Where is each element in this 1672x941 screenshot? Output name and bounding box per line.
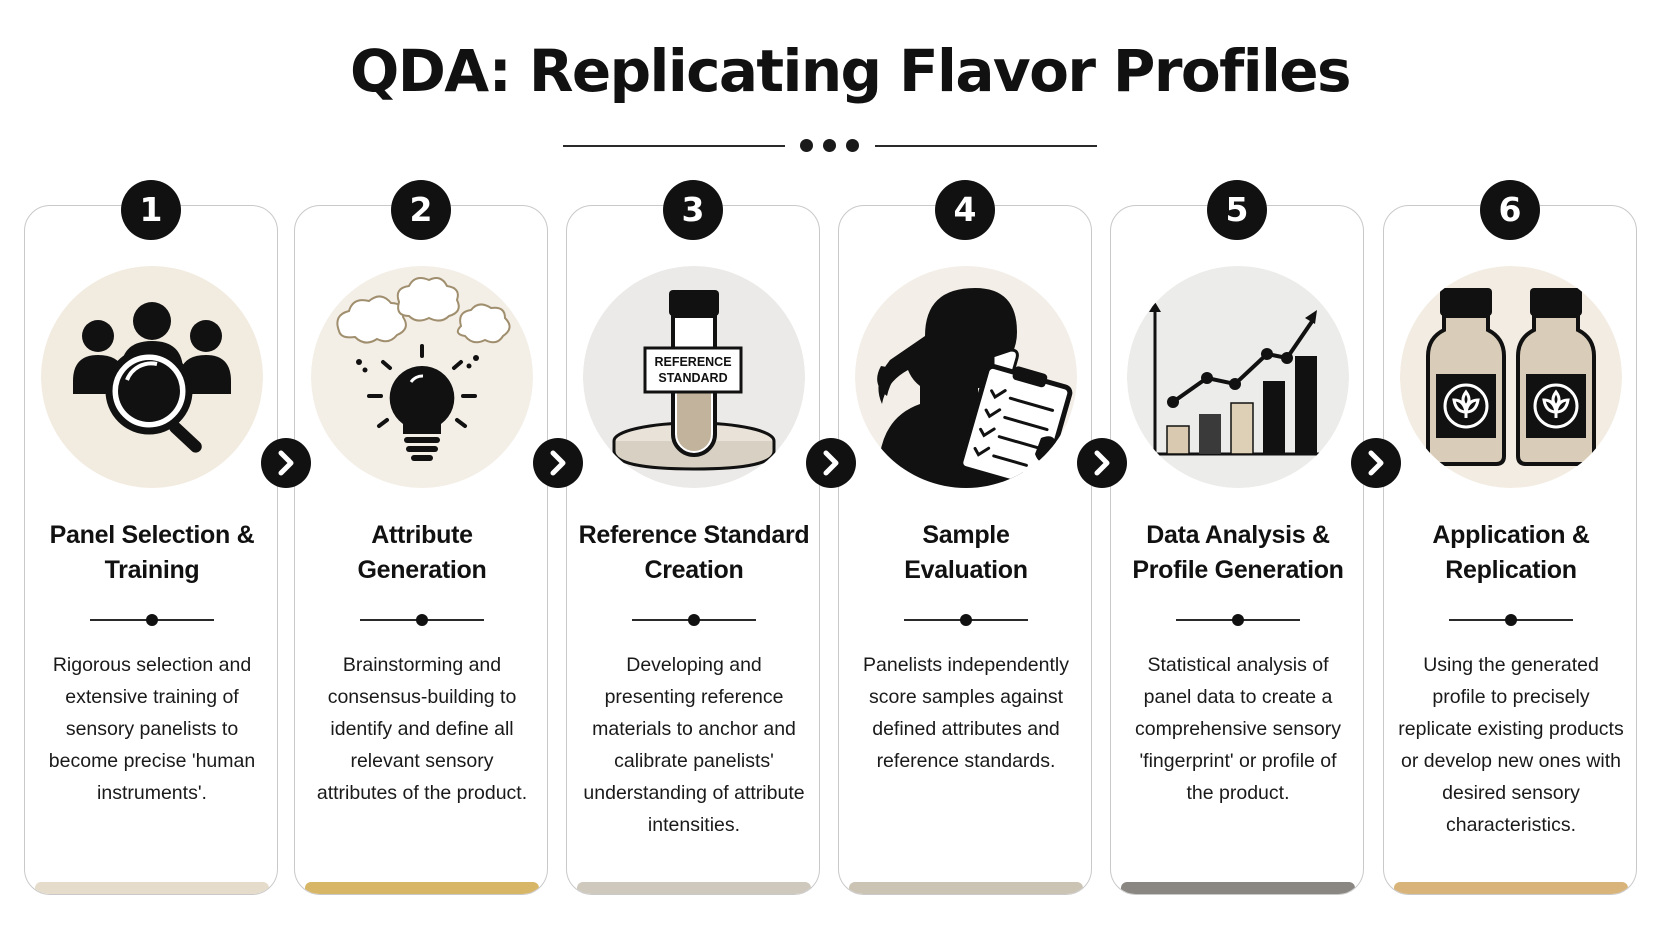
page-title: QDA: Replicating Flavor Profiles <box>350 37 1352 105</box>
step-card-6: Application & Replication Using the gene… <box>1383 205 1637 895</box>
divider-dot <box>823 139 836 152</box>
chevron-right-icon <box>806 438 856 488</box>
step-number-badge: 3 <box>663 180 723 240</box>
step-description: Using the generated profile to precisely… <box>1398 654 1624 836</box>
bar-trend-chart-icon <box>1127 266 1349 488</box>
bottles-leaf-icon <box>1400 266 1622 488</box>
step-number-badge: 6 <box>1480 180 1540 240</box>
lightbulb-thoughts-icon <box>311 266 533 488</box>
step-title: Attribute Generation <box>357 521 487 584</box>
accent-bar <box>1121 882 1355 894</box>
people-magnifier-icon <box>41 266 263 488</box>
step-description: Rigorous selection and extensive trainin… <box>48 654 256 804</box>
chevron-right-icon <box>1077 438 1127 488</box>
step-divider <box>360 614 484 626</box>
step-number-badge: 1 <box>121 180 181 240</box>
step-title: Data Analysis & Profile Generation <box>1132 521 1344 584</box>
step-description: Brainstorming and consensus-building to … <box>316 654 528 804</box>
title-divider <box>563 134 1097 158</box>
step-title: Sample Evaluation <box>904 521 1028 584</box>
panelist-clipboard-icon <box>855 266 1077 488</box>
tube-label-line1: REFERENCE <box>654 355 731 369</box>
step-divider <box>90 614 214 626</box>
accent-bar <box>1394 882 1628 894</box>
divider-dot <box>846 139 859 152</box>
chevron-right-icon <box>261 438 311 488</box>
step-card-1: Panel Selection & Training Rigorous sele… <box>24 205 278 895</box>
tube-label-line2: STANDARD <box>658 371 727 385</box>
step-divider <box>904 614 1028 626</box>
step-number-badge: 5 <box>1207 180 1267 240</box>
accent-bar <box>35 882 269 894</box>
divider-rule-left <box>563 145 785 147</box>
accent-bar <box>849 882 1083 894</box>
step-card-5: Data Analysis & Profile Generation Stati… <box>1110 205 1364 895</box>
step-number-badge: 4 <box>935 180 995 240</box>
step-card-2: Attribute Generation Brainstorming and c… <box>294 205 548 895</box>
step-description: Developing and presenting reference mate… <box>583 654 805 836</box>
step-divider <box>1449 614 1573 626</box>
accent-bar <box>577 882 811 894</box>
chevron-right-icon <box>1351 438 1401 488</box>
step-number-badge: 2 <box>391 180 451 240</box>
step-card-4: Sample Evaluation Panelists independentl… <box>838 205 1092 895</box>
step-description: Statistical analysis of panel data to cr… <box>1135 654 1341 804</box>
reference-tube-icon: REFERENCE STANDARD <box>583 266 805 488</box>
step-title: Panel Selection & Training <box>49 521 255 584</box>
step-divider <box>1176 614 1300 626</box>
step-divider <box>632 614 756 626</box>
divider-rule-right <box>875 145 1097 147</box>
divider-dot <box>800 139 813 152</box>
step-card-3: REFERENCE STANDARD Reference Standard Cr… <box>566 205 820 895</box>
step-title: Application & Replication <box>1432 521 1590 584</box>
accent-bar <box>305 882 539 894</box>
chevron-right-icon <box>533 438 583 488</box>
step-title: Reference Standard Creation <box>578 521 810 584</box>
step-description: Panelists independently score samples ag… <box>863 654 1069 772</box>
